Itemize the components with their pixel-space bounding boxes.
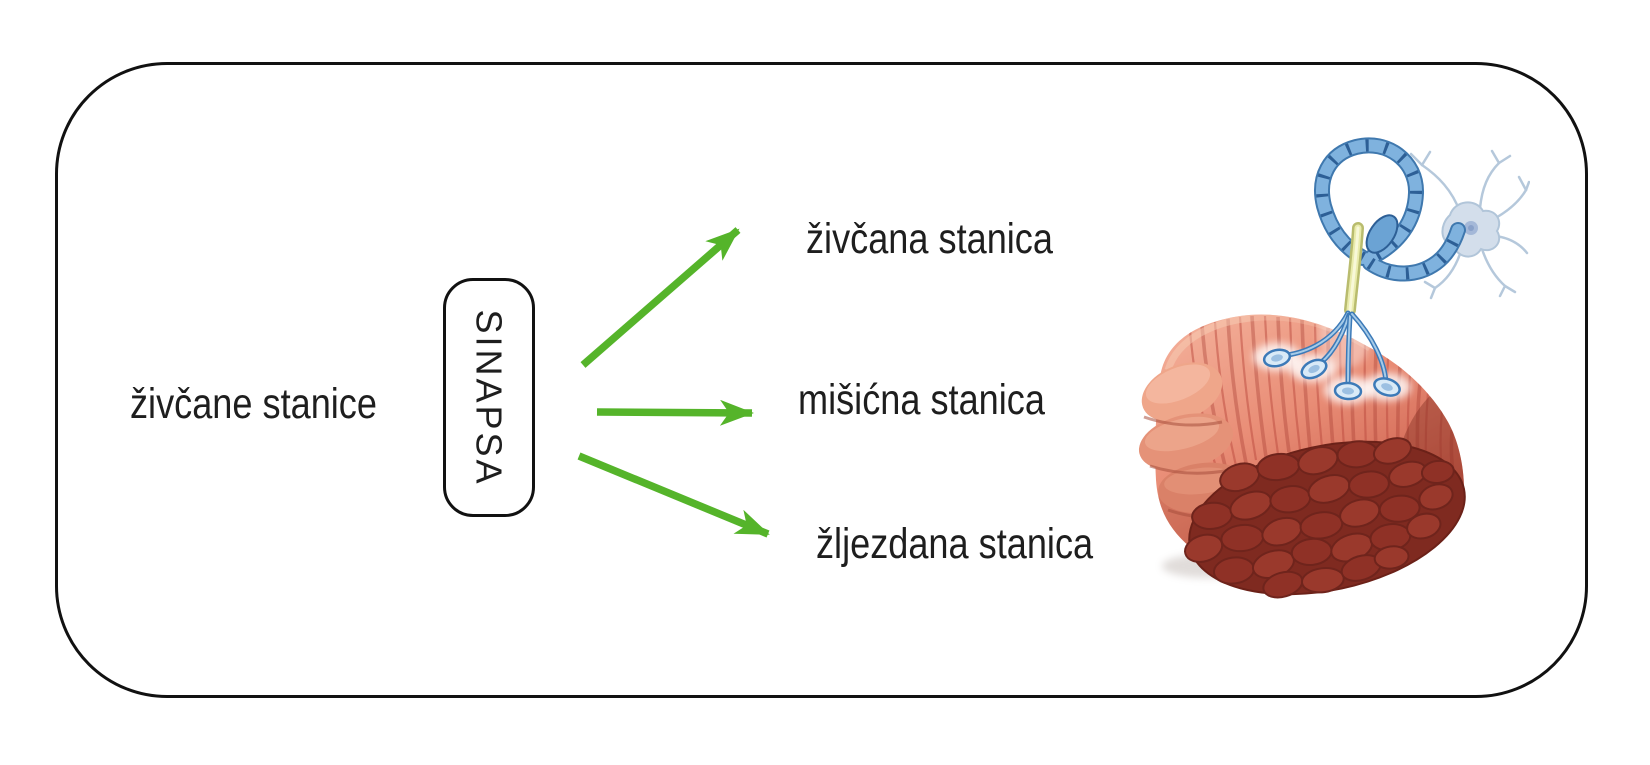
- muscle-cut-cross-section: [1184, 437, 1466, 599]
- target-label-text: mišićna stanica: [798, 376, 1045, 424]
- arrow-to-nerve-cell: [580, 227, 741, 368]
- source-label-nerve-cells: živčane stanice: [130, 381, 424, 427]
- target-label-text: živčana stanica: [806, 215, 1053, 263]
- myelinated-axon: [1314, 137, 1466, 282]
- arrow-to-gland-cell: [577, 452, 770, 538]
- neuromuscular-junction-illustration: [1138, 137, 1530, 599]
- synapse-box: SINAPSA: [443, 278, 535, 517]
- axon-unmyelinated-segment: [1344, 222, 1364, 316]
- axon-terminals: [1262, 310, 1401, 401]
- source-label-text: živčane stanice: [130, 380, 377, 428]
- target-label-nerve-cell: živčana stanica: [806, 216, 1100, 262]
- branch-arrows: [577, 227, 770, 538]
- arrow-to-muscle-cell: [596, 399, 754, 426]
- synapse-box-label: SINAPSA: [469, 308, 510, 487]
- target-label-text: žljezdana stanica: [816, 520, 1094, 568]
- target-label-gland-cell: žljezdana stanica: [816, 521, 1146, 567]
- target-label-muscle-cell: mišićna stanica: [798, 377, 1092, 423]
